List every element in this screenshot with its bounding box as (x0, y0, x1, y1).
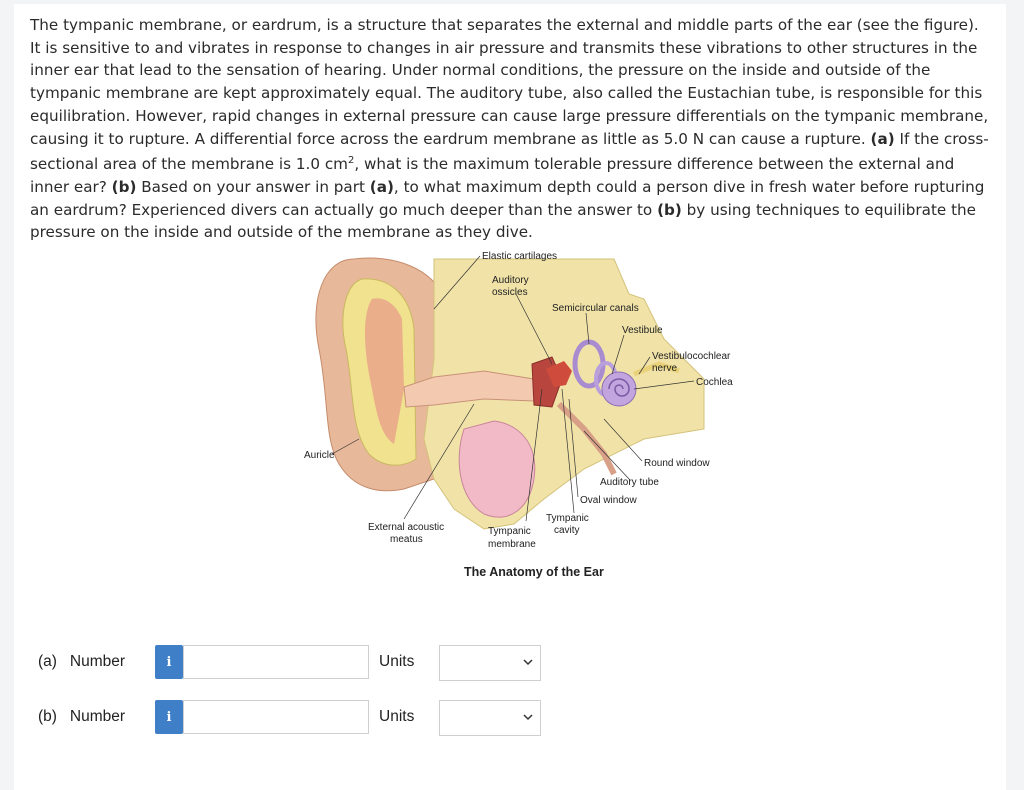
label-cochlea: Cochlea (696, 377, 733, 388)
answer-b-units-label: Units (379, 708, 415, 725)
chevron-down-icon (523, 659, 533, 666)
label-auditory-ossicles-1: Auditory (492, 275, 529, 286)
label-auditory-ossicles-2: ossicles (492, 287, 528, 298)
label-external-acoustic: External acoustic (368, 522, 444, 533)
answer-row-b: (b) Number i Units (14, 700, 1006, 736)
label-tympanic-membrane-2: membrane (488, 539, 536, 550)
answer-b-number-input[interactable] (183, 700, 369, 734)
answer-a-units-label: Units (379, 653, 415, 670)
label-vestibulocochlear: Vestibulocochlear (652, 351, 731, 362)
label-tympanic-cavity-1: Tympanic (546, 513, 589, 524)
chevron-down-icon (523, 714, 533, 721)
problem-text: The tympanic membrane, or eardrum, is a … (30, 16, 989, 242)
answer-b-units-select[interactable] (439, 700, 541, 736)
label-auricle: Auricle (304, 450, 335, 461)
answer-b-label: (b) Number (38, 708, 126, 725)
question-card: The tympanic membrane, or eardrum, is a … (14, 4, 1006, 790)
label-tympanic-cavity-2: cavity (554, 525, 580, 536)
label-tympanic-membrane-1: Tympanic (488, 526, 531, 537)
label-nerve: nerve (652, 363, 677, 374)
info-icon[interactable]: i (155, 645, 183, 679)
label-round-window: Round window (644, 458, 710, 469)
label-meatus: meatus (390, 534, 423, 545)
answer-a-label: (a) Number (38, 653, 126, 670)
info-icon[interactable]: i (155, 700, 183, 734)
label-semicircular-canals: Semicircular canals (552, 303, 639, 314)
label-elastic-cartilages: Elastic cartilages (482, 251, 557, 262)
ear-anatomy-figure: Elastic cartilages Auditory ossicles Sem… (304, 251, 733, 579)
label-oval-window: Oval window (580, 495, 637, 506)
answer-a-units-select[interactable] (439, 645, 541, 681)
answer-a-number-input[interactable] (183, 645, 369, 679)
figure-caption: The Anatomy of the Ear (464, 565, 604, 579)
label-vestibule: Vestibule (622, 325, 663, 336)
label-auditory-tube: Auditory tube (600, 477, 659, 488)
answer-row-a: (a) Number i Units (14, 645, 1006, 681)
